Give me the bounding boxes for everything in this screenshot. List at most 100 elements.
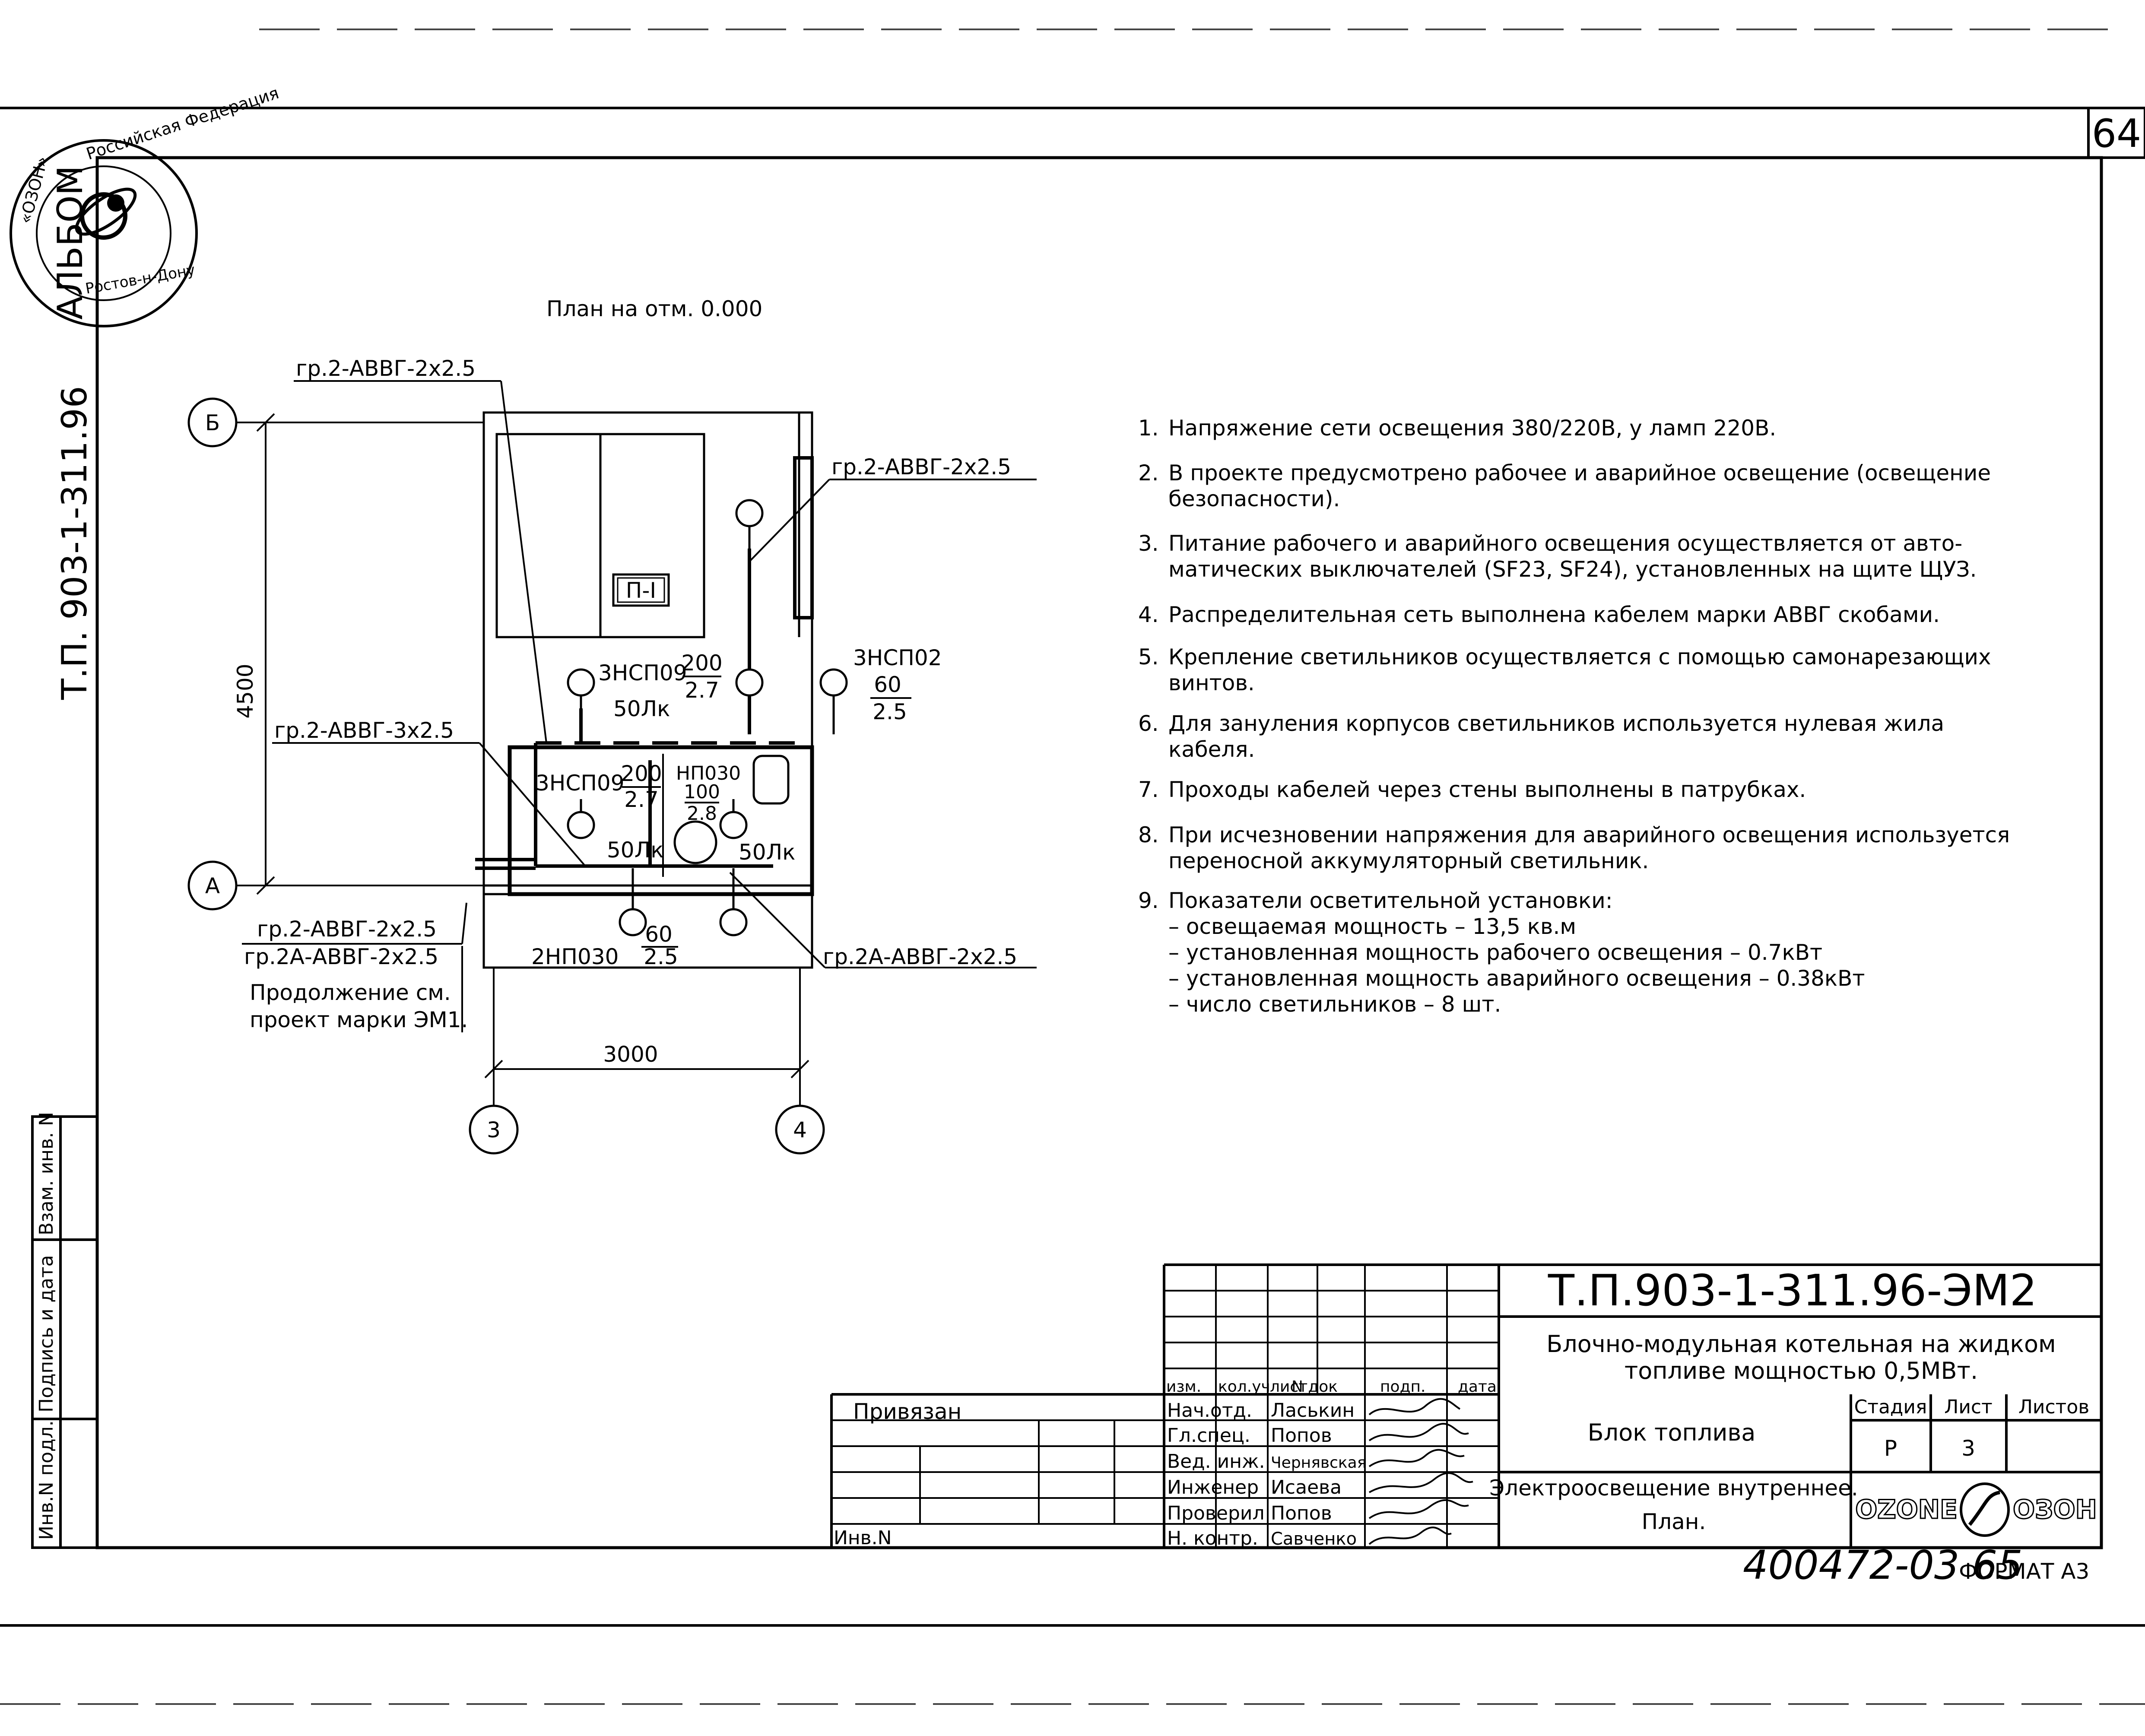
continuation-line-1: Продолжение см. [250, 980, 451, 1005]
room-label-box [612, 573, 670, 607]
note-2-line-1: В проекте предусмотрено рабочее и аварий… [1168, 460, 1991, 486]
lamp1-name: 3НСП09 [598, 660, 687, 686]
company-logo: OZONE ОЗОН [1855, 1482, 2097, 1537]
note-1-num: 1. [1138, 416, 1159, 441]
cable-bottom-left-1: гр.2-АВВГ-2х2.5 [257, 917, 437, 942]
note-4-num: 4. [1138, 602, 1159, 627]
stage-value: Р [1884, 1436, 1897, 1461]
leader-lines [242, 380, 1037, 1032]
note-3-num: 3. [1138, 531, 1159, 556]
name-1: Ласькин [1271, 1400, 1355, 1422]
sheet-value: 3 [1961, 1436, 1975, 1461]
note-9-line-5: – число светильников – 8 шт. [1168, 992, 1501, 1017]
title-block-thin-grid [831, 1265, 1499, 1548]
role-4: Инженер [1167, 1476, 1259, 1498]
note-8-line-1: При исчезновении напряжения для аварийно… [1168, 822, 2010, 847]
lamp4-num: 100 [684, 781, 720, 803]
notes-list: 1. Напряжение сети освещения 380/220В, у… [1138, 416, 2010, 1017]
name-2: Попов [1271, 1425, 1332, 1447]
room-label: П-I [626, 578, 656, 603]
note-1-line-1: Напряжение сети освещения 380/220В, у ла… [1168, 416, 1776, 441]
note-6-line-1: Для зануления корпусов светильников испо… [1168, 711, 1944, 736]
name-6: Савченко [1271, 1529, 1357, 1549]
lamp5-den: 2.5 [644, 944, 678, 969]
sheet-header: Лист [1944, 1396, 1993, 1418]
hdr-ndok: N док [1291, 1378, 1338, 1396]
sheet-title-2: План. [1642, 1509, 1706, 1534]
note-9-line-1: Показатели осветительной установки: [1168, 888, 1613, 913]
note-3-line-2: матических выключателей (SF23, SF24), ус… [1168, 557, 1977, 582]
role-6: Н. контр. [1167, 1527, 1258, 1549]
note-3-line-1: Питание рабочего и аварийного освещения … [1168, 531, 1962, 556]
lamp-fixtures [567, 499, 848, 936]
lamp4-name: НП030 [676, 762, 741, 784]
role-1: Нач.отд. [1167, 1400, 1252, 1422]
dimension-lines [236, 413, 809, 1106]
lamp3-den: 2.7 [624, 787, 659, 812]
lamp2-den: 2.5 [873, 699, 907, 724]
note-8-num: 8. [1138, 822, 1159, 847]
axis-b-label: Б [205, 410, 220, 435]
name-3: Чернявская [1271, 1454, 1366, 1472]
lamp3-lux: 50Лк [607, 838, 663, 863]
hdr-izm: изм. [1166, 1378, 1201, 1396]
block-name: Блок топлива [1588, 1419, 1756, 1446]
side-album-label: АЛЬБОМ [50, 165, 90, 320]
note-2-line-2: безопасности). [1168, 486, 1340, 511]
hdr-koluch: кол.уч [1218, 1378, 1270, 1396]
left-inv-podl: Инв.N подл. [35, 1420, 57, 1540]
lamp5-num: 60 [645, 922, 673, 947]
cable-bottom-left-2: гр.2А-АВВГ-2х2.5 [244, 944, 438, 969]
lamp1-lux: 50Лк [613, 696, 670, 721]
note-9-line-4: – установленная мощность аварийного осве… [1168, 966, 1865, 991]
cable-bottom-right: гр.2А-АВВГ-2х2.5 [823, 944, 1017, 969]
note-9-line-3: – установленная мощность рабочего освеще… [1168, 940, 1822, 965]
format-label: ФОРМАТ А3 [1959, 1559, 2089, 1584]
note-8-line-2: переносной аккумуляторный светильник. [1168, 848, 1649, 873]
stage-header: Стадия [1854, 1396, 1927, 1418]
hdr-podp: подп. [1380, 1378, 1425, 1396]
sheet-number: 64 [2092, 111, 2142, 156]
sheets-header: Листов [2018, 1396, 2089, 1418]
room-label-box-inner [617, 577, 665, 603]
lamp1-den: 2.7 [685, 678, 719, 703]
privyazan: Привязан [853, 1399, 961, 1424]
note-4-line-1: Распределительная сеть выполнена кабелем… [1168, 602, 1940, 627]
role-2: Гл.спец. [1167, 1425, 1250, 1447]
cable-top-right: гр.2-АВВГ-2х2.5 [831, 454, 1011, 479]
stamp-ring-top: Российская Федерация [84, 83, 281, 164]
lamp3-num: 200 [621, 761, 662, 786]
building-plan [482, 411, 814, 969]
name-5: Попов [1271, 1502, 1332, 1524]
sheet-title-1: Электроосвещение внутреннее. [1489, 1476, 1858, 1501]
left-vzam: Взам. инв. N [35, 1112, 57, 1235]
lamp-stems [580, 526, 835, 909]
dim-3000: 3000 [603, 1042, 658, 1067]
lamp2-name: 3НСП02 [853, 645, 942, 670]
project-title-1: Блочно-модульная котельная на жидком [1546, 1330, 2056, 1358]
lamp3-name: 3НСП09 [536, 771, 625, 796]
note-9-line-2: – освещаемая мощность – 13,5 кв.м [1168, 914, 1576, 939]
note-6-line-2: кабеля. [1168, 737, 1255, 762]
lamp2-num: 60 [874, 672, 901, 697]
axis-3-label: 3 [487, 1117, 501, 1143]
note-6-num: 6. [1138, 711, 1159, 736]
axis-4-label: 4 [793, 1117, 807, 1143]
dim-4500: 4500 [233, 663, 258, 718]
name-4: Исаева [1271, 1476, 1342, 1498]
signatures [1368, 1398, 1473, 1545]
project-title-2: топливе мощностью 0,5МВт. [1625, 1357, 1978, 1384]
scan-edge-lines [0, 29, 2145, 1705]
lamp1-num: 200 [681, 651, 722, 676]
hdr-list: лист [1270, 1378, 1307, 1396]
side-title: Т.П. 903-1-311.96 [54, 386, 95, 700]
note-5-num: 5. [1138, 644, 1159, 670]
note-5-line-2: винтов. [1168, 670, 1255, 695]
note-7-num: 7. [1138, 777, 1159, 802]
logo-left: OZONE [1855, 1495, 1958, 1525]
stamp-ring-bottom: Ростов-н-Дону [84, 261, 197, 298]
cable-top-left: гр.2-АВВГ-2х2.5 [296, 356, 476, 381]
inv-n: Инв.N [834, 1527, 892, 1549]
left-info-block [31, 1115, 98, 1549]
